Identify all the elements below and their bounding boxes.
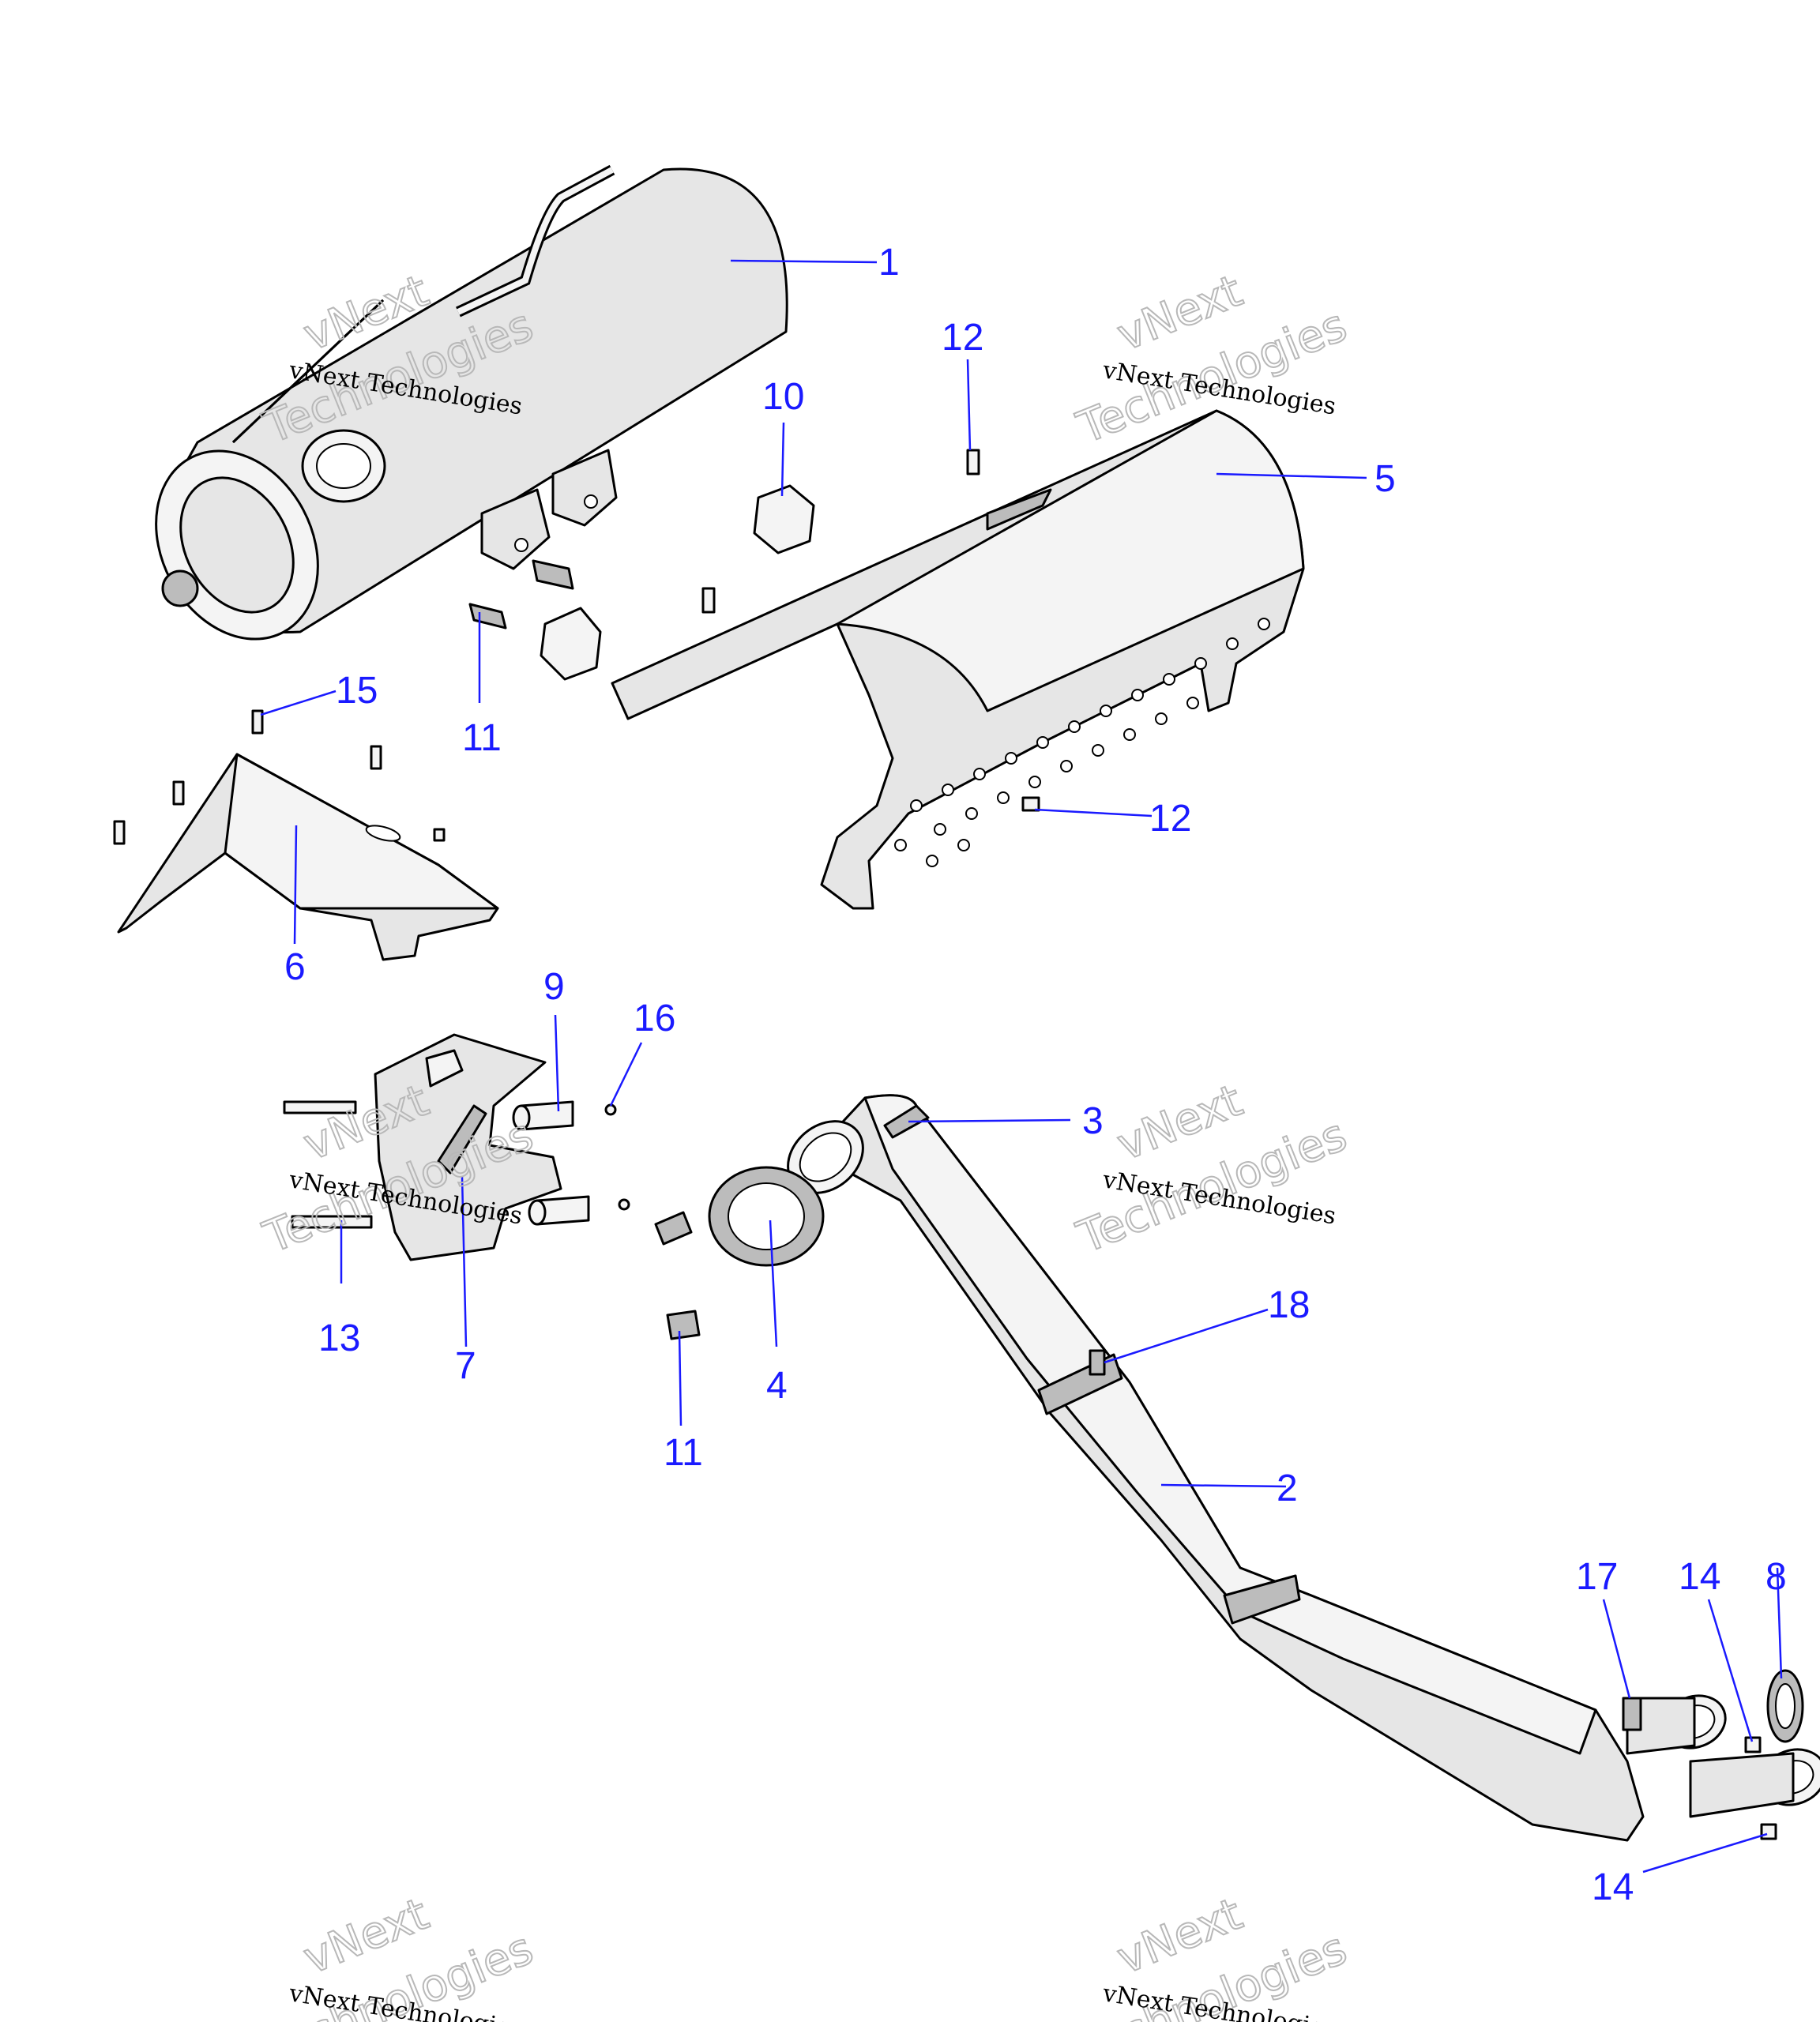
callout-labels: 1 2 3 4 5 6 7 8 9 10 11 11 12 12 13 14 1…	[284, 242, 1787, 1908]
callout-2: 2	[1277, 1468, 1298, 1509]
callout-14b: 14	[1592, 1866, 1634, 1908]
callout-16: 16	[634, 998, 675, 1039]
heat-shield-holes	[894, 618, 1270, 867]
callout-15: 15	[336, 670, 378, 712]
part-4-gasket	[708, 1166, 825, 1267]
callout-5: 5	[1374, 458, 1396, 500]
watermark-bottom-right: vNext Technologies vNext Technologies	[1070, 1888, 1355, 2022]
callout-10: 10	[762, 376, 804, 418]
part-6-small-shield	[117, 753, 499, 961]
part-11-spring	[468, 559, 701, 1340]
callout-17: 17	[1576, 1556, 1618, 1598]
part-8-flange-gasket	[1766, 1669, 1804, 1743]
callout-11a: 11	[462, 717, 502, 759]
part-10-isolator	[540, 484, 815, 681]
part-7-bracket	[374, 1033, 562, 1261]
part-3-clamp	[883, 1104, 930, 1139]
part-1-muffler	[155, 164, 788, 641]
callout-1: 1	[878, 242, 900, 284]
callout-11b: 11	[664, 1432, 703, 1474]
part-2-exhaust-pipe	[787, 1094, 1820, 1842]
callout-6: 6	[284, 946, 306, 988]
callout-13: 13	[318, 1317, 360, 1359]
callout-7: 7	[455, 1345, 476, 1387]
callout-12b: 12	[1149, 798, 1191, 840]
leader-lines	[260, 259, 1783, 1874]
fastener-bolts	[113, 449, 1777, 1840]
callout-3: 3	[1082, 1100, 1104, 1142]
callout-4: 4	[766, 1365, 788, 1407]
part-9-spacer	[512, 1100, 590, 1226]
part-5-heat-shield	[611, 409, 1305, 910]
watermark-bottom-left: vNext Technologies vNext Technologies	[256, 1888, 541, 2022]
callout-8: 8	[1765, 1556, 1787, 1598]
watermark-mid-right: vNext Technologies vNext Technologies	[1070, 1074, 1355, 1265]
callout-12a: 12	[942, 317, 983, 359]
callout-14a: 14	[1679, 1556, 1720, 1598]
callout-18: 18	[1268, 1284, 1310, 1326]
callout-9: 9	[543, 966, 565, 1008]
